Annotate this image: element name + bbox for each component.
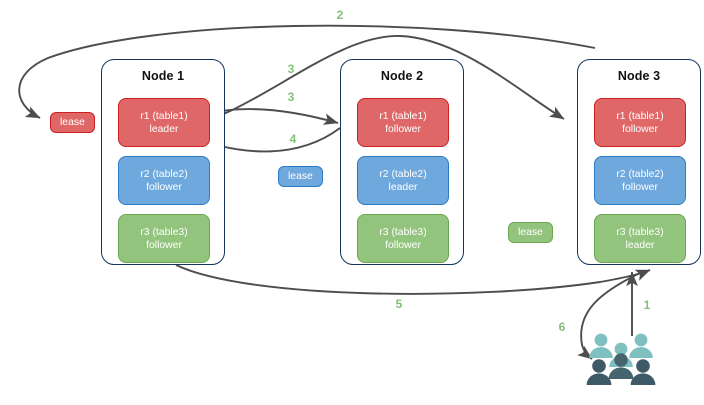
client-users-group [586, 332, 662, 392]
node-1-container[interactable]: Node 1 r1 (table1) leader r2 (table2) fo… [101, 59, 225, 265]
people-icon [586, 333, 656, 385]
replica-role: follower [146, 239, 182, 251]
step-label-5: 5 [395, 297, 403, 311]
replica-name: r1 (table1) [616, 110, 664, 122]
replica-name: r2 (table2) [379, 168, 427, 180]
replica-name: r1 (table1) [379, 110, 427, 122]
replica-name: r3 (table3) [616, 226, 664, 238]
replica-role: leader [149, 123, 179, 135]
replica-name: r2 (table2) [616, 168, 664, 180]
node-2-container[interactable]: Node 2 r1 (table1) follower r2 (table2) … [340, 59, 464, 265]
replica-role: follower [146, 181, 182, 193]
step-label-3a: 3 [287, 62, 295, 76]
node-1-replica-r1[interactable]: r1 (table1) leader [118, 98, 210, 147]
node-1-title: Node 1 [141, 69, 185, 83]
step-label-6: 6 [558, 320, 566, 334]
node-2-replica-r1[interactable]: r1 (table1) follower [357, 98, 449, 147]
replica-role: leader [388, 181, 418, 193]
node-2-title: Node 2 [380, 69, 424, 83]
replica-name: r3 (table3) [379, 226, 427, 238]
replica-name: r2 (table2) [140, 168, 188, 180]
step-label-4: 4 [289, 132, 297, 146]
node-3-container[interactable]: Node 3 r1 (table1) follower r2 (table2) … [577, 59, 701, 265]
node-2-replica-r3[interactable]: r3 (table3) follower [357, 214, 449, 263]
replica-name: r3 (table3) [140, 226, 188, 238]
node-2-replica-r2[interactable]: r2 (table2) leader [357, 156, 449, 205]
replica-name: r1 (table1) [140, 110, 188, 122]
replica-role: follower [622, 181, 658, 193]
node-3-title: Node 3 [617, 69, 661, 83]
replica-role: leader [625, 239, 655, 251]
node-1-replica-r2[interactable]: r2 (table2) follower [118, 156, 210, 205]
lease-chip-table2[interactable]: lease [278, 166, 323, 187]
node-1-replica-r3[interactable]: r3 (table3) follower [118, 214, 210, 263]
replica-role: follower [385, 123, 421, 135]
node-3-replica-r2[interactable]: r2 (table2) follower [594, 156, 686, 205]
node-3-replica-r3[interactable]: r3 (table3) leader [594, 214, 686, 263]
replica-role: follower [385, 239, 421, 251]
step-label-1: 1 [643, 298, 651, 312]
lease-chip-table1[interactable]: lease [50, 112, 95, 133]
step-label-3b: 3 [287, 90, 295, 104]
step-label-2: 2 [336, 8, 344, 22]
replica-role: follower [622, 123, 658, 135]
edge-step-5 [175, 264, 651, 295]
node-3-replica-r1[interactable]: r1 (table1) follower [594, 98, 686, 147]
lease-chip-table3[interactable]: lease [508, 222, 553, 243]
